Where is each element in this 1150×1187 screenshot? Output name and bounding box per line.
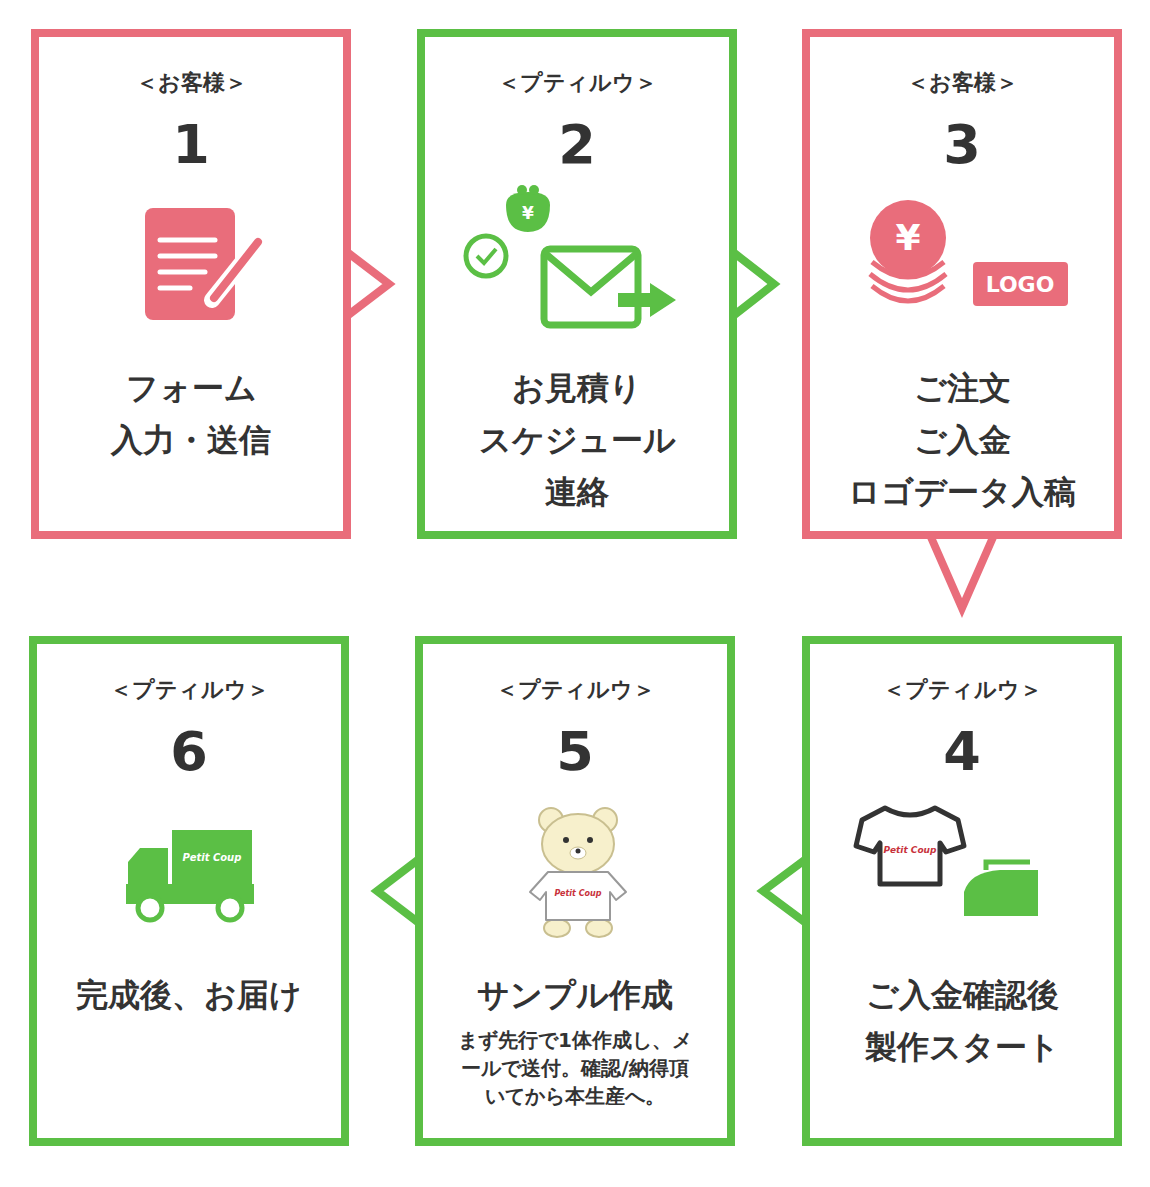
brand-logo: Petit Coup — [183, 853, 242, 863]
step-title: フォーム 入力・送信 — [39, 362, 343, 466]
step-title: サンプル作成 — [423, 969, 727, 1021]
step-title: 完成後、お届け — [37, 969, 341, 1021]
step-number: 3 — [810, 115, 1114, 175]
actor-heading: ＜プティルウ＞ — [425, 68, 729, 98]
bubble-tail-connector — [347, 252, 389, 316]
step-note: まず先行で1体作成し、メールで送付。確認/納得頂いてから本生産へ。 — [457, 1026, 693, 1110]
actor-heading: ＜お客様＞ — [39, 68, 343, 98]
yen-sign: ¥ — [895, 220, 920, 256]
actor-heading: ＜お客様＞ — [810, 68, 1114, 98]
step-box: ＜お客様＞ 3 ご注文 ご入金 ロゴデータ入稿 — [802, 29, 1122, 539]
bubble-tail-connector — [377, 859, 419, 923]
bubble-tail-connector — [733, 252, 774, 316]
step-box: ＜プティルウ＞ 6 完成後、お届け — [29, 636, 349, 1146]
bear-sample-icon — [530, 808, 626, 937]
bubble-tail-connector — [930, 535, 994, 608]
brand-logo: Petit Coup — [884, 846, 937, 855]
step-number: 2 — [425, 115, 729, 175]
bubble-tail-connector — [763, 859, 806, 923]
step-box: ＜お客様＞ 1 フォーム 入力・送信 — [31, 29, 351, 539]
step-number: 5 — [423, 722, 727, 782]
step-title: ご注文 ご入金 ロゴデータ入稿 — [810, 362, 1114, 518]
production-icon — [856, 808, 1038, 916]
step-number: 1 — [39, 115, 343, 175]
step-number: 4 — [810, 722, 1114, 782]
step-box: ＜プティルウ＞ 4 ご入金確認後 製作スタート — [802, 636, 1122, 1146]
logo-text: LOGO — [986, 274, 1055, 296]
step-number: 6 — [37, 722, 341, 782]
actor-heading: ＜プティルウ＞ — [810, 675, 1114, 705]
step-title: ご入金確認後 製作スタート — [810, 969, 1114, 1073]
step-title: お見積り スケジュール 連絡 — [425, 362, 729, 518]
yen-sign: ¥ — [522, 205, 534, 222]
actor-heading: ＜プティルウ＞ — [423, 675, 727, 705]
delivery-truck-icon — [126, 830, 254, 920]
step-box: ＜プティルウ＞ 2 お見積り スケジュール 連絡 — [417, 29, 737, 539]
brand-logo: Petit Coup — [554, 890, 601, 898]
estimate-icon — [466, 185, 676, 325]
payment-icon — [870, 200, 1068, 306]
actor-heading: ＜プティルウ＞ — [37, 675, 341, 705]
form-icon — [145, 208, 260, 320]
